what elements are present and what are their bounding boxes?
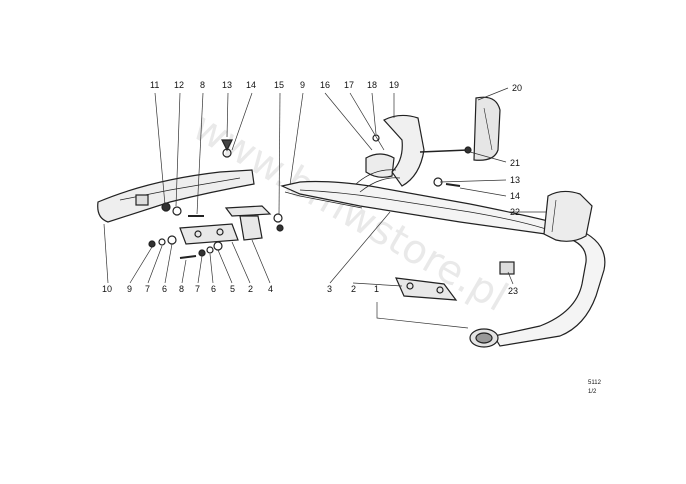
callout-19: 19 bbox=[389, 80, 399, 90]
callout-22: 22 bbox=[510, 207, 520, 217]
callout-5: 5 bbox=[230, 284, 235, 294]
callout-8-bottom: 8 bbox=[179, 284, 184, 294]
callout-9-bottom: 9 bbox=[127, 284, 132, 294]
callout-7-left: 7 bbox=[145, 284, 150, 294]
callout-6-right: 6 bbox=[211, 284, 216, 294]
callout-9-top: 9 bbox=[300, 80, 305, 90]
drawing bbox=[97, 96, 606, 348]
callout-17: 17 bbox=[344, 80, 354, 90]
callout-20: 20 bbox=[512, 83, 522, 93]
callout-6-left: 6 bbox=[162, 284, 167, 294]
callout-1: 1 bbox=[374, 284, 379, 294]
callout-8-top: 8 bbox=[200, 80, 205, 90]
callout-16: 16 bbox=[320, 80, 330, 90]
drawing-code-line1: 5112 bbox=[588, 380, 602, 386]
callout-2-right: 2 bbox=[351, 284, 356, 294]
callout-7-right: 7 bbox=[195, 284, 200, 294]
callout-21: 21 bbox=[510, 158, 520, 168]
callout-4: 4 bbox=[268, 284, 273, 294]
callout-10: 10 bbox=[102, 284, 112, 294]
callout-14-right: 14 bbox=[510, 191, 520, 201]
callout-18: 18 bbox=[367, 80, 377, 90]
callout-15: 15 bbox=[274, 80, 284, 90]
callout-3: 3 bbox=[327, 284, 332, 294]
callout-14-top: 14 bbox=[246, 80, 256, 90]
callout-11: 11 bbox=[150, 80, 159, 90]
drawing-code-line2: 1/2 bbox=[588, 389, 597, 395]
fasteners-left bbox=[148, 139, 284, 259]
callout-13-right: 13 bbox=[510, 175, 520, 185]
overrider-assembly bbox=[355, 96, 501, 193]
leader-lines bbox=[103, 87, 546, 329]
callout-2-left: 2 bbox=[248, 284, 253, 294]
mounting-brackets bbox=[179, 205, 515, 301]
left-bumper-end bbox=[97, 169, 255, 223]
callouts: 11 12 8 13 14 15 9 16 17 18 19 20 21 13 … bbox=[102, 80, 522, 296]
callout-23: 23 bbox=[508, 286, 518, 296]
overrider-right bbox=[543, 190, 593, 242]
callout-13-top: 13 bbox=[222, 80, 232, 90]
callout-12: 12 bbox=[174, 80, 184, 90]
